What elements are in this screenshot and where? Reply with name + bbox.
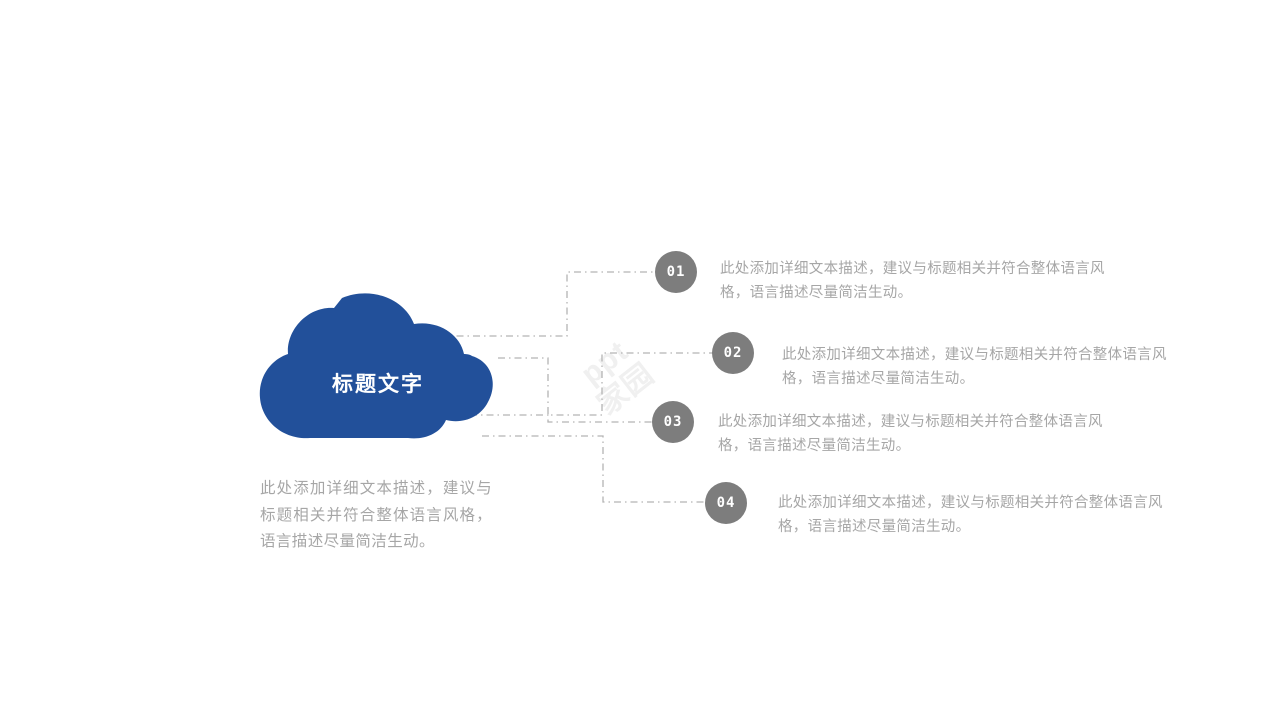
number-badge-03[interactable]: 03 xyxy=(652,401,694,443)
item-description-01: 此处添加详细文本描述，建议与标题相关并符合整体语言风格，语言描述尽量简洁生动。 xyxy=(720,261,1105,301)
connector-04 xyxy=(482,435,708,503)
item-description-04: 此处添加详细文本描述，建议与标题相关并符合整体语言风格，语言描述尽量简洁生动。 xyxy=(778,495,1163,535)
item-description-03: 此处添加详细文本描述，建议与标题相关并符合整体语言风格，语言描述尽量简洁生动。 xyxy=(718,414,1103,454)
cloud-caption-text: 此处添加详细文本描述，建议与标题相关并符合整体语言风格，语言描述尽量简洁生动。 xyxy=(260,480,492,550)
cloud-shape xyxy=(259,293,493,439)
number-badge-01[interactable]: 01 xyxy=(655,251,697,293)
number-badge-04[interactable]: 04 xyxy=(705,482,747,524)
number-badge-02[interactable]: 02 xyxy=(712,332,754,374)
cloud-path xyxy=(259,293,493,439)
item-description-02: 此处添加详细文本描述，建议与标题相关并符合整体语言风格，语言描述尽量简洁生动。 xyxy=(782,347,1167,387)
